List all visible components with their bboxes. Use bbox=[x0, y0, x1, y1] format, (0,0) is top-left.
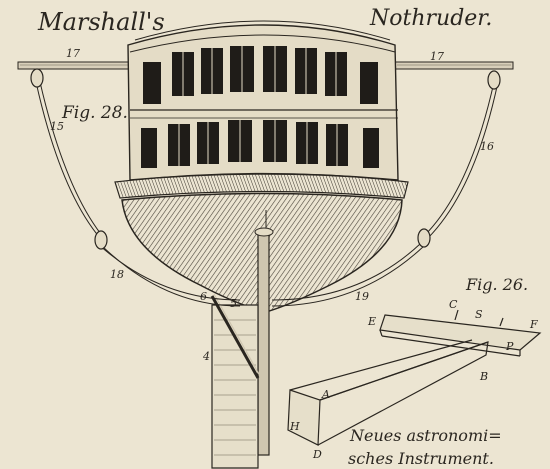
label-16: 16 bbox=[480, 140, 494, 153]
label-5: 5 bbox=[230, 297, 237, 310]
label-17-right: 17 bbox=[430, 50, 444, 63]
label-H: H bbox=[289, 420, 300, 433]
label-4: 4 bbox=[202, 350, 210, 363]
caption-line-2: sches Instrument. bbox=[348, 449, 494, 468]
label-F: F bbox=[529, 318, 538, 331]
title-marshalls: Marshall's bbox=[37, 8, 165, 36]
fig28-label: Fig. 28. bbox=[61, 103, 128, 123]
label-15: 15 bbox=[50, 120, 64, 133]
label-P: P bbox=[505, 340, 514, 353]
label-A: A bbox=[321, 388, 330, 401]
label-E: E bbox=[367, 315, 376, 328]
caption-line-1: Neues astronomi= bbox=[349, 426, 502, 445]
title-nothruder: Nothruder. bbox=[369, 6, 492, 31]
label-B: B bbox=[479, 370, 488, 383]
label-S: S bbox=[475, 308, 483, 321]
stern-gallery bbox=[127, 20, 399, 181]
label-C: C bbox=[449, 298, 458, 311]
steering-ropes bbox=[35, 81, 499, 307]
label-19: 19 bbox=[355, 290, 369, 303]
label-17-left: 17 bbox=[66, 47, 80, 60]
astronomical-instrument bbox=[287, 309, 542, 446]
fig26-label: Fig. 26. bbox=[465, 275, 528, 294]
rope-blocks bbox=[30, 68, 501, 250]
label-D: D bbox=[312, 448, 322, 461]
rudder-blade bbox=[210, 293, 261, 469]
label-18: 18 bbox=[110, 268, 124, 281]
